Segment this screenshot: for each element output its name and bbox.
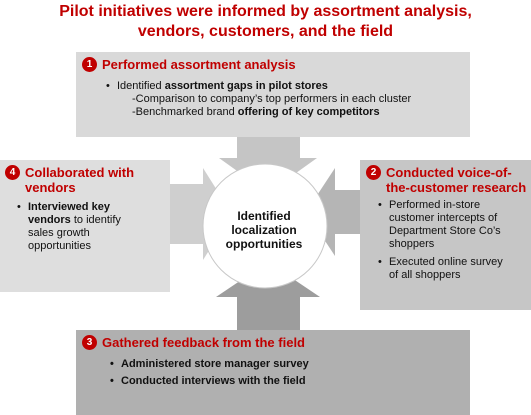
- panel-3-bullet-1: Administered store manager survey: [110, 356, 466, 373]
- panel-2-body: Performed in-store customer intercepts o…: [366, 199, 529, 282]
- panel-2-bullet-2: Executed online survey of all shoppers: [378, 256, 529, 282]
- panel-field-feedback: 3 Gathered feedback from the field Admin…: [82, 335, 466, 390]
- step-3-badge: 3: [82, 335, 97, 350]
- center-label-line: Identified: [237, 209, 291, 223]
- panel-1-heading: Performed assortment analysis: [102, 57, 296, 72]
- panel-assortment-analysis: 1 Performed assortment analysis Identifi…: [82, 57, 466, 119]
- panel-3-heading: Gathered feedback from the field: [102, 335, 305, 350]
- title-line-1: Pilot initiatives were informed by assor…: [59, 3, 472, 20]
- panel-1-sub-1: -Comparison to company’s top performers …: [132, 93, 412, 105]
- panel-1-sub-2: -Benchmarked brand offering of key compe…: [132, 106, 380, 118]
- panel-3-body: Administered store manager survey Conduc…: [82, 356, 466, 390]
- step-4-badge: 4: [5, 165, 20, 180]
- title-line-2: vendors, customers, and the field: [137, 23, 394, 40]
- step-2-badge: 2: [366, 165, 381, 180]
- panel-3-heading-row: 3 Gathered feedback from the field: [82, 335, 466, 350]
- panel-1-body: Identified assortment gaps in pilot stor…: [82, 80, 466, 119]
- panel-4-body: Interviewed key vendors to identify sale…: [5, 201, 167, 253]
- panel-2-heading-row: 2 Conducted voice-of- the-customer resea…: [366, 165, 529, 195]
- panel-4-heading: Collaborated with vendors: [25, 165, 135, 195]
- panel-4-bullet: Interviewed key vendors to identify sale…: [17, 201, 167, 253]
- panel-1-heading-row: 1 Performed assortment analysis: [82, 57, 466, 72]
- panel-vendors: 4 Collaborated with vendors Interviewed …: [5, 165, 167, 253]
- panel-1-bullet: Identified assortment gaps in pilot stor…: [106, 80, 466, 93]
- panel-top-background: [76, 52, 470, 137]
- panel-3-bullet-2: Conducted interviews with the field: [110, 373, 466, 390]
- arrow-left-from-customers: [306, 168, 360, 256]
- panel-customer-research: 2 Conducted voice-of- the-customer resea…: [366, 165, 529, 282]
- center-label: Identified localization opportunities: [212, 209, 316, 251]
- center-circle: [202, 163, 328, 289]
- center-label-line: localization: [231, 223, 297, 237]
- panel-4-heading-row: 4 Collaborated with vendors: [5, 165, 167, 195]
- step-1-badge: 1: [82, 57, 97, 72]
- panel-2-bullet-1: Performed in-store customer intercepts o…: [378, 199, 529, 251]
- arrow-up-from-field: [216, 262, 320, 330]
- diagram-title: Pilot initiatives were informed by assor…: [0, 2, 531, 42]
- center-label-line: opportunities: [225, 237, 303, 251]
- panel-2-heading: Conducted voice-of- the-customer researc…: [386, 165, 527, 195]
